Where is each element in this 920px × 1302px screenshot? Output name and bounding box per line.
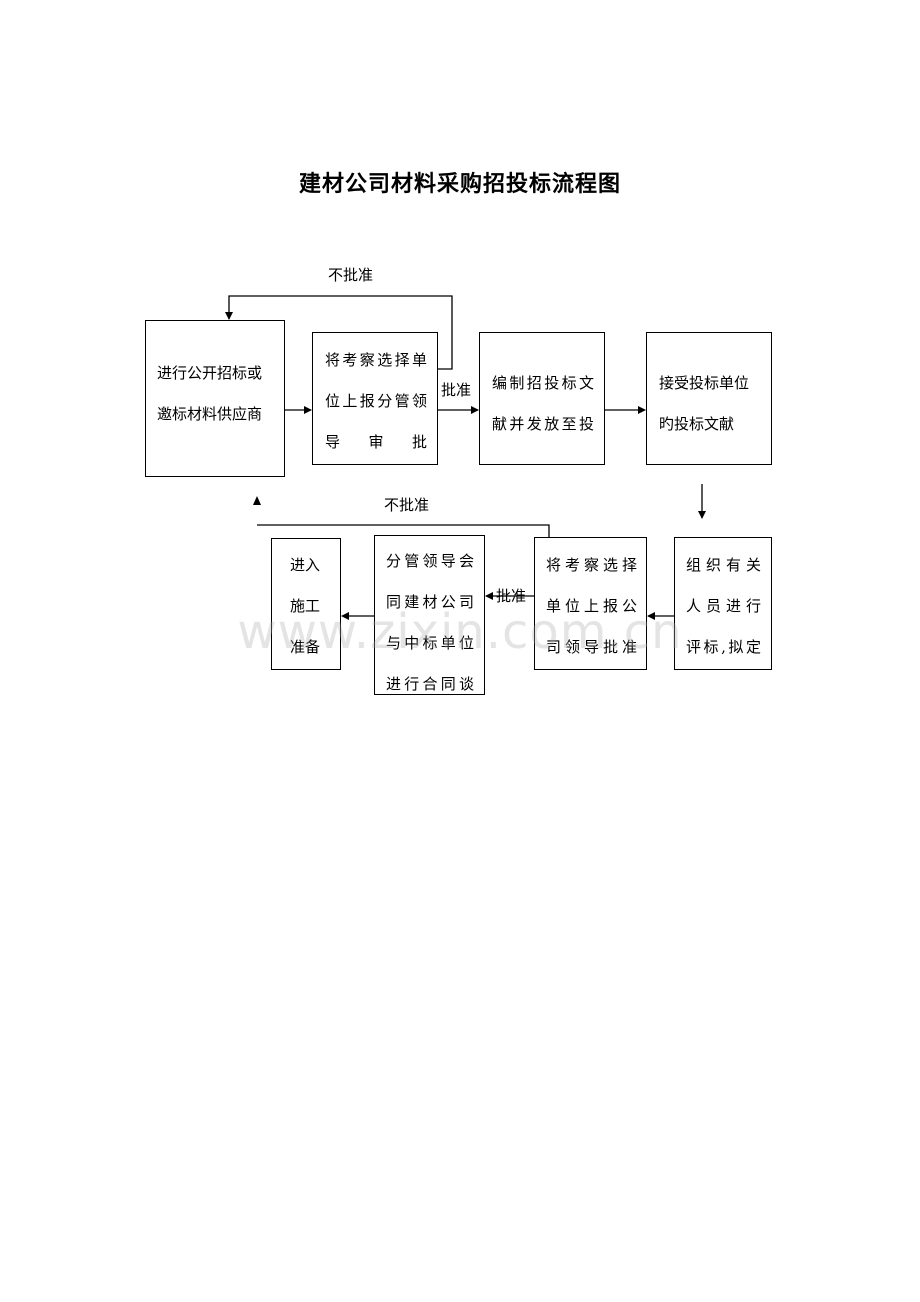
label-reject-bottom: 不批准 bbox=[384, 496, 430, 514]
step-report-to-leadership: 将考察选择 单位上报公 司领导批准 bbox=[534, 537, 647, 670]
step-receive-bids-text: 接受投标单位 旳投标文献 bbox=[659, 374, 750, 433]
page-title: 建材公司材料采购招投标流程图 bbox=[298, 172, 621, 197]
label-reject-top: 不批准 bbox=[328, 266, 374, 284]
step-invite-bids: 进行公开招标或 邀标材料供应商 bbox=[145, 320, 285, 477]
arrow-reject-bottom-head bbox=[253, 496, 261, 505]
step-prepare-tender-docs-text: 编制招投标文 献并发放至投 bbox=[492, 374, 594, 433]
label-approve-bottom: 批准 bbox=[496, 587, 527, 605]
step-evaluate-bids-text: 组织有关 人员进行 评标,拟定 bbox=[686, 556, 761, 656]
step-invite-bids-text: 进行公开招标或 邀标材料供应商 bbox=[157, 364, 263, 423]
step-receive-bids: 接受投标单位 旳投标文献 bbox=[646, 332, 772, 465]
step-construction-prep: 进入 施工 准备 bbox=[271, 538, 341, 670]
step-report-to-supervisor: 将考察选择单 位上报分管领 导审批 bbox=[312, 332, 438, 465]
step-contract-negotiation: 分管领导会 同建材公司 与中标单位 进行合同谈 bbox=[374, 535, 485, 695]
label-approve-top: 批准 bbox=[441, 381, 472, 399]
step-prepare-tender-docs: 编制招投标文 献并发放至投 bbox=[479, 332, 605, 465]
step-contract-negotiation-text: 分管领导会 同建材公司 与中标单位 进行合同谈 bbox=[386, 552, 474, 693]
step-construction-prep-text: 进入 施工 准备 bbox=[290, 556, 321, 656]
step-evaluate-bids: 组织有关 人员进行 评标,拟定 bbox=[674, 537, 772, 670]
step-report-to-supervisor-text: 将考察选择单 位上报分管领 导审批 bbox=[325, 351, 427, 451]
step-report-to-leadership-text: 将考察选择 单位上报公 司领导批准 bbox=[546, 556, 637, 656]
